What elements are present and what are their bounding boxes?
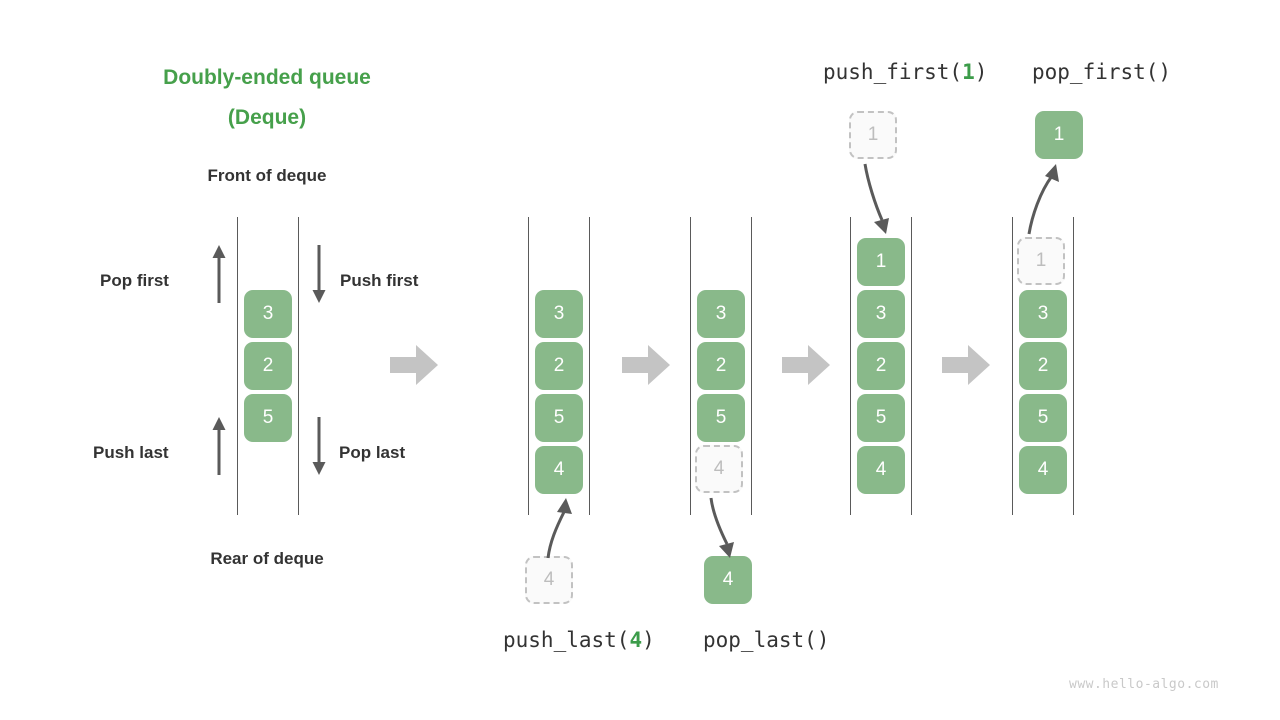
deque-item: 2 (1019, 342, 1067, 390)
push-last-code-name: push_last( (503, 628, 630, 652)
deque-container-initial (237, 217, 299, 515)
deque-wall-left (850, 217, 851, 515)
deque-container-after-pop-first (1012, 217, 1074, 515)
deque-item: 5 (535, 394, 583, 442)
pop-first-curve-arrow (1018, 164, 1068, 236)
deque-wall-right (589, 217, 590, 515)
watermark: www.hello-algo.com (1069, 677, 1219, 692)
deque-item: 5 (1019, 394, 1067, 442)
push-last-arrow-up (210, 417, 228, 475)
push-first-code-arg: 1 (962, 60, 975, 84)
push-first-code-name: push_first( (823, 60, 963, 84)
deque-item: 4 (1019, 446, 1067, 494)
push-last-curve-arrow (536, 498, 582, 560)
transition-arrow-2 (622, 345, 670, 385)
deque-item: 4 (857, 446, 905, 494)
deque-item-new: 1 (857, 238, 905, 286)
transition-arrow-1 (390, 345, 438, 385)
deque-item: 3 (697, 290, 745, 338)
deque-wall-left (690, 217, 691, 515)
deque-wall-left (237, 217, 238, 515)
floating-ghost-item: 1 (849, 111, 897, 159)
floating-popped-item: 4 (704, 556, 752, 604)
pop-last-label: Pop last (339, 443, 406, 462)
deque-wall-right (911, 217, 912, 515)
transition-arrow-3 (782, 345, 830, 385)
floating-ghost-item: 4 (525, 556, 573, 604)
push-last-code-label: push_last(4) (503, 628, 655, 652)
deque-item: 5 (697, 394, 745, 442)
deque-item: 5 (244, 394, 292, 442)
deque-wall-left (1012, 217, 1013, 515)
page-title-line1: Doubly-ended queue (163, 66, 371, 89)
deque-wall-right (298, 217, 299, 515)
deque-container-after-push-first (850, 217, 912, 515)
push-first-curve-arrow (855, 163, 901, 236)
push-last-code-arg: 4 (629, 628, 643, 652)
deque-item-removed: 4 (695, 445, 743, 493)
pop-first-label: Pop first (100, 271, 169, 290)
pop-first-code-label: pop_first() (1032, 60, 1172, 84)
front-of-deque-label: Front of deque (207, 166, 327, 185)
push-first-label: Push first (340, 271, 419, 290)
deque-item: 3 (857, 290, 905, 338)
deque-item: 3 (244, 290, 292, 338)
pop-first-arrow-up (210, 245, 228, 303)
deque-item: 2 (857, 342, 905, 390)
push-last-code-close: ) (642, 628, 655, 652)
pop-last-arrow-down (310, 417, 328, 475)
deque-item: 5 (857, 394, 905, 442)
deque-wall-right (751, 217, 752, 515)
deque-item-removed: 1 (1017, 237, 1065, 285)
push-first-arrow-down (310, 245, 328, 303)
deque-item: 2 (697, 342, 745, 390)
pop-last-curve-arrow (700, 497, 746, 560)
push-last-label: Push last (93, 443, 169, 462)
deque-container-after-pop-last (690, 217, 752, 515)
deque-item: 2 (535, 342, 583, 390)
deque-item: 3 (1019, 290, 1067, 338)
push-first-code-label: push_first(1) (823, 60, 987, 84)
deque-item: 2 (244, 342, 292, 390)
floating-popped-item: 1 (1035, 111, 1083, 159)
deque-wall-left (528, 217, 529, 515)
deque-wall-right (1073, 217, 1074, 515)
rear-of-deque-label: Rear of deque (210, 549, 324, 568)
pop-last-code-label: pop_last() (703, 628, 830, 652)
deque-item: 3 (535, 290, 583, 338)
push-first-code-close: ) (974, 60, 988, 84)
deque-item-new: 4 (535, 446, 583, 494)
transition-arrow-4 (942, 345, 990, 385)
deque-container-after-push-last (528, 217, 590, 515)
page-title-line2: (Deque) (227, 106, 307, 129)
